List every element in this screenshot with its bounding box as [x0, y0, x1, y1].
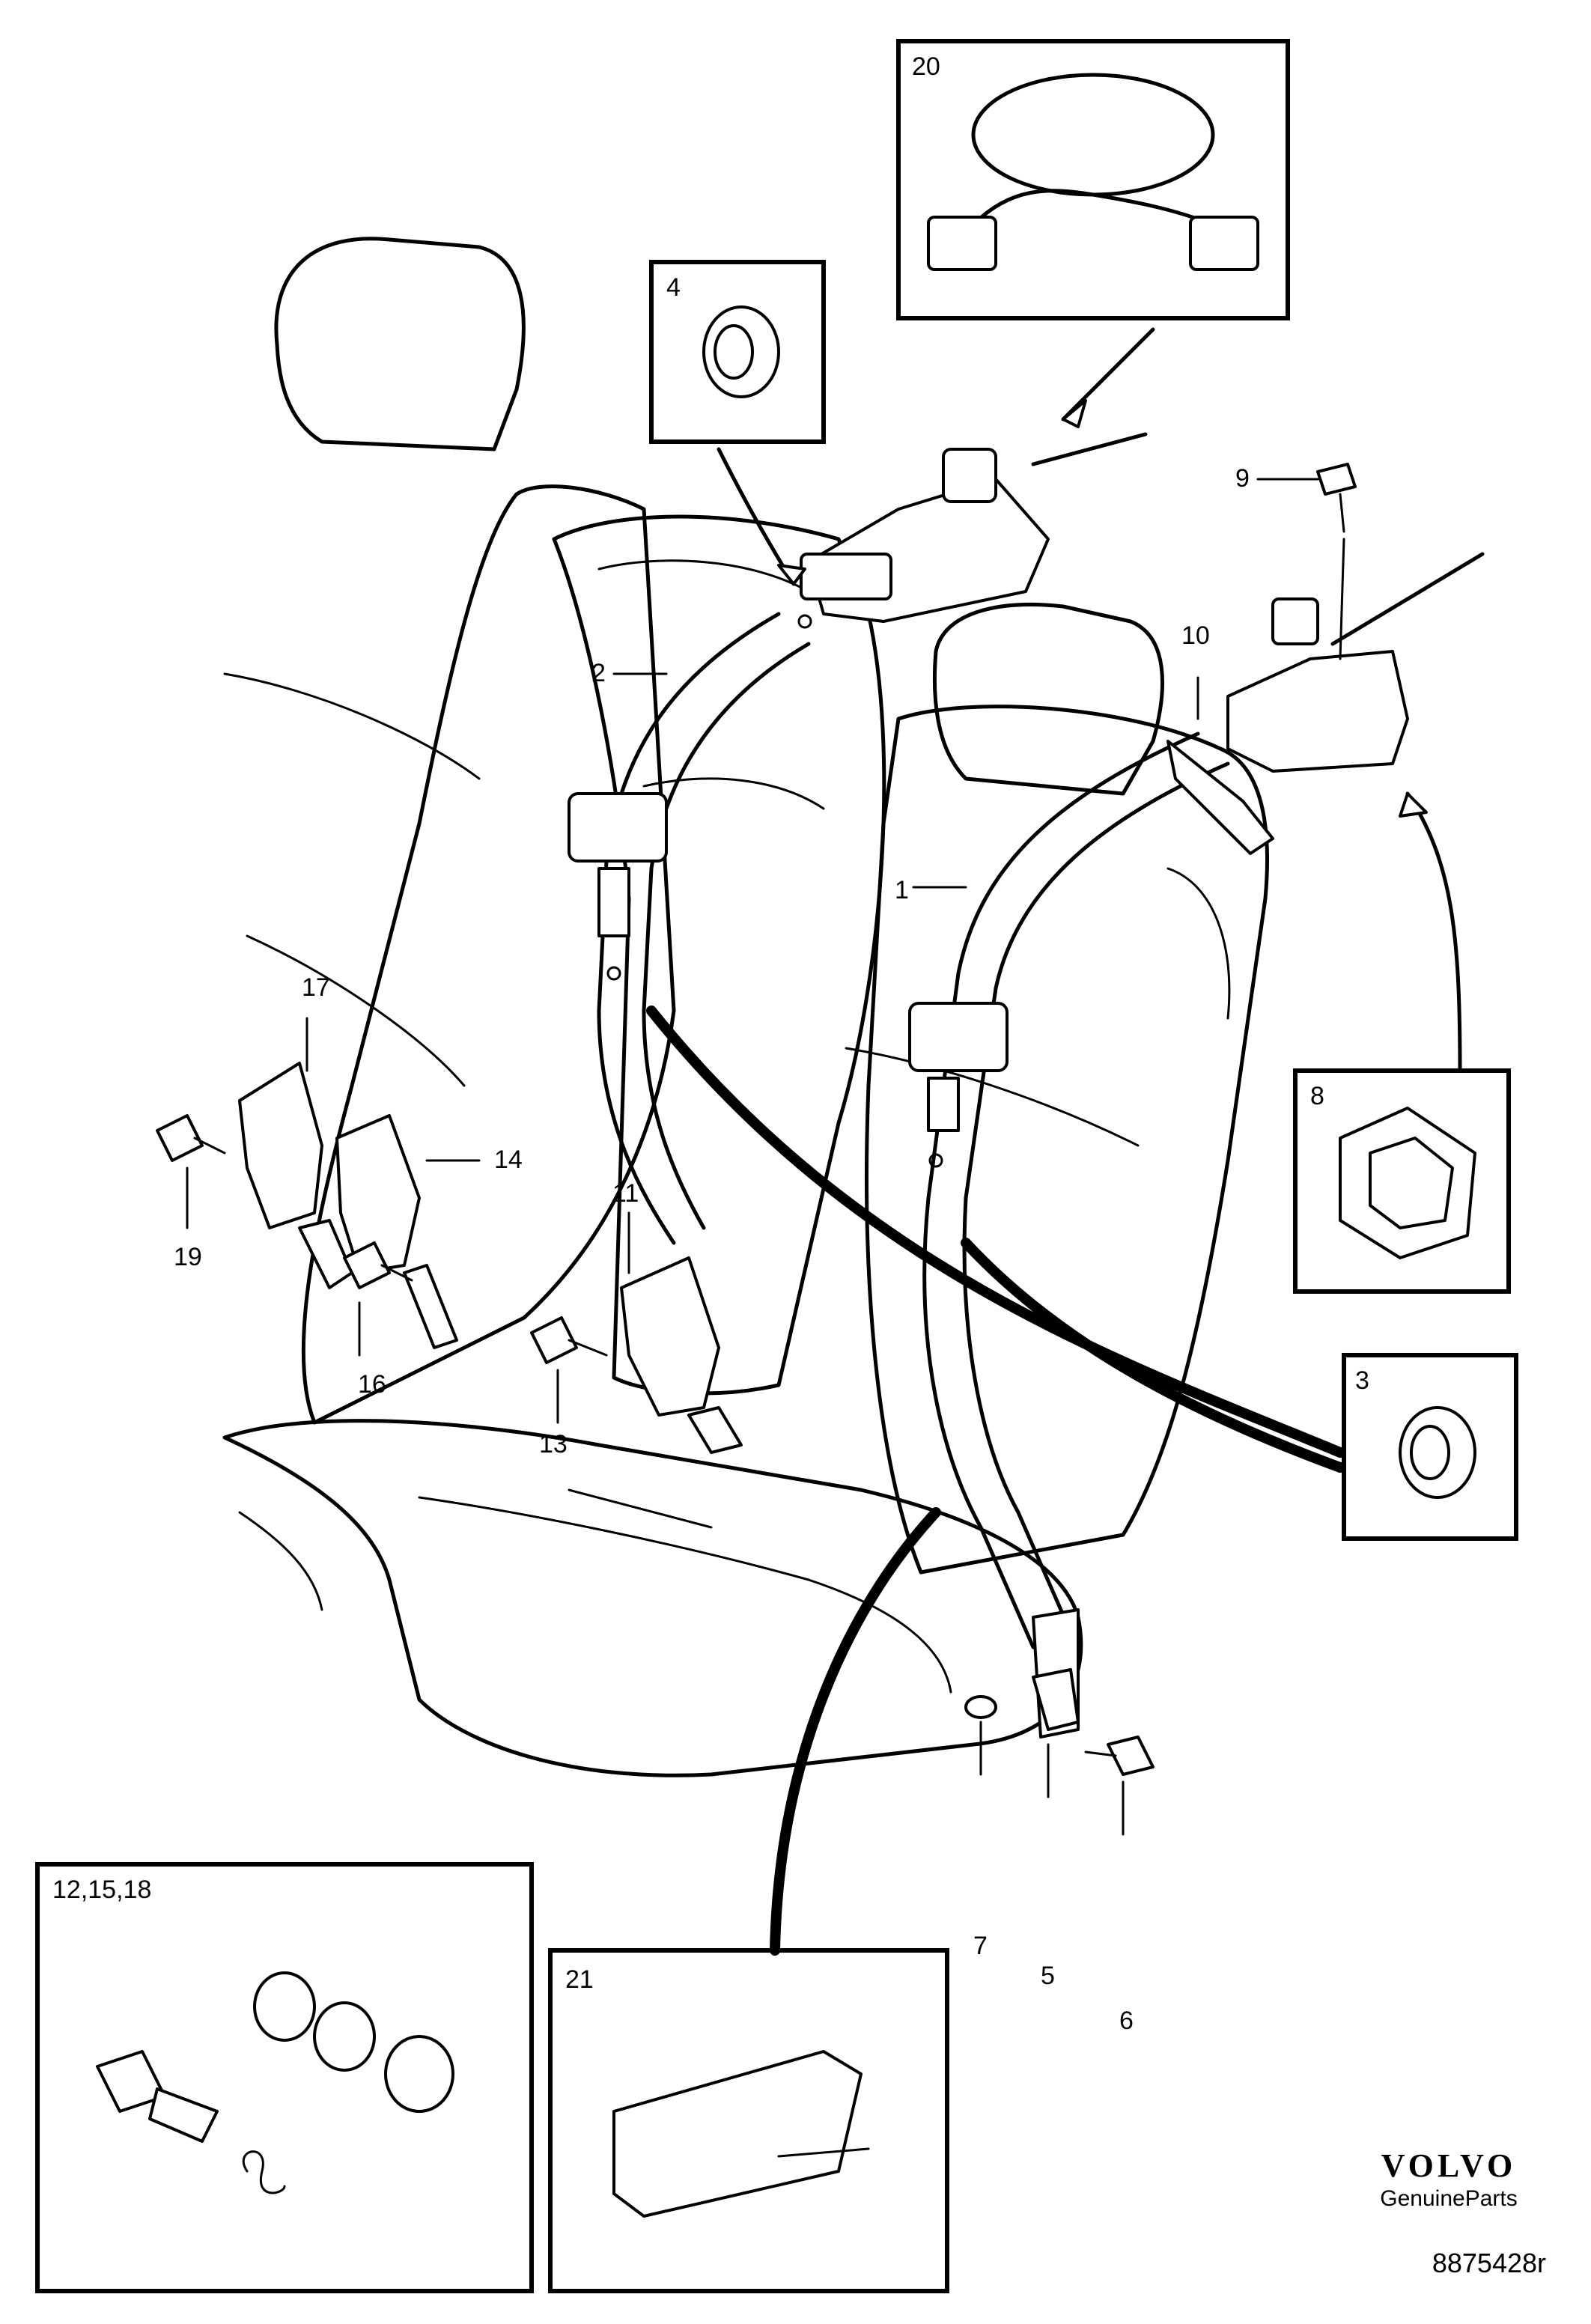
- callout-17: 17: [302, 973, 330, 1002]
- inset-3-grommet: [1342, 1353, 1518, 1541]
- bolt-19: [156, 1114, 226, 1162]
- volvo-logo: VOLVO: [1381, 2147, 1517, 2184]
- callout-11: 11: [612, 1179, 639, 1208]
- inset-12-15-18-bolt-kit: [35, 1862, 534, 2293]
- document-number: 8875428r: [1432, 2248, 1546, 2278]
- callout-12-15-18: 12,15,18: [52, 1876, 151, 1904]
- seat-belt-1: [908, 731, 1230, 1739]
- leader-lines: [186, 478, 1319, 1836]
- bolt-16: [343, 1241, 413, 1289]
- callout-19: 19: [174, 1243, 202, 1271]
- inset-8-cover: [1293, 1068, 1511, 1294]
- rear-seat-outline: [222, 237, 1269, 1777]
- buckle-17: [238, 1062, 353, 1289]
- retractor-upper-right: [1166, 552, 1485, 855]
- bolt-13: [530, 1316, 608, 1364]
- seat-belt-2: [568, 612, 812, 1245]
- callout-1: 1: [895, 876, 909, 904]
- bolt-6: [1084, 1736, 1155, 1776]
- volvo-brand-mark: VOLVO GenuineParts: [1351, 2147, 1546, 2212]
- buckle-14: [335, 1114, 458, 1349]
- callout-2: 2: [591, 659, 606, 687]
- anchor-plate-5: [1032, 1668, 1080, 1731]
- callout-9: 9: [1235, 464, 1250, 493]
- inset-20-harness: [896, 39, 1290, 320]
- callout-7: 7: [973, 1932, 988, 1960]
- washer-7: [964, 1695, 997, 1719]
- callout-4: 4: [666, 273, 681, 302]
- bolt-9: [1316, 463, 1357, 660]
- inset-21-guide: [548, 1948, 949, 2293]
- callout-20: 20: [912, 52, 940, 81]
- inset-4-grommet: [649, 260, 826, 444]
- genuine-parts-label: GenuineParts: [1380, 2186, 1518, 2211]
- callout-21: 21: [565, 1965, 594, 1994]
- retractor-upper-left: [800, 432, 1148, 623]
- callout-8: 8: [1310, 1082, 1324, 1110]
- pointer-arrows: [646, 327, 1462, 1956]
- callout-5: 5: [1041, 1962, 1055, 1990]
- callout-14: 14: [494, 1146, 523, 1174]
- belt-1-guide: [908, 1002, 1009, 1072]
- callout-13: 13: [539, 1430, 568, 1458]
- buckle-11: [620, 1256, 743, 1454]
- callout-10: 10: [1181, 621, 1210, 650]
- callout-16: 16: [358, 1370, 386, 1399]
- callout-3: 3: [1355, 1366, 1369, 1395]
- belt-2-guide: [568, 792, 668, 863]
- callout-6: 6: [1119, 2007, 1134, 2035]
